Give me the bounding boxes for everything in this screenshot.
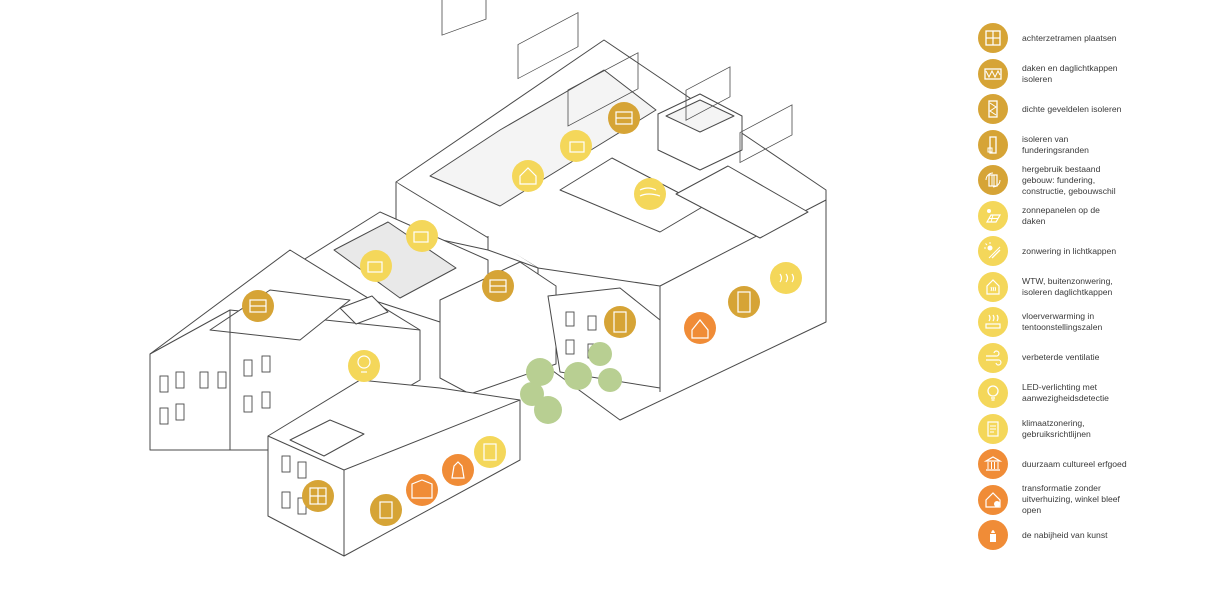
- legend-label: duurzaam cultureel erfgoed: [1022, 458, 1127, 469]
- solar-panel-icon: [978, 200, 1008, 231]
- legend-label: klimaatzonering, gebruiksrichtlijnen: [1022, 417, 1091, 439]
- led-bulb-icon: [978, 378, 1008, 408]
- marker-foundation: [728, 286, 760, 318]
- ventilation-icon: [978, 342, 1008, 373]
- heritage-building-icon: [978, 449, 1008, 479]
- legend-item: achterzetramen plaatsen: [974, 20, 1214, 56]
- diagram-marker-glyphs: [249, 111, 795, 519]
- main-hall-building: [395, 39, 827, 421]
- front-low-building: [267, 379, 521, 557]
- heat-recovery-icon: [978, 271, 1008, 302]
- marker-clipboard: [474, 436, 506, 468]
- courtyard-trees: [520, 342, 622, 424]
- legend-item: isoleren van funderingsranden: [974, 127, 1214, 163]
- floor-heating-icon: [978, 307, 1008, 337]
- legend-item: de nabijheid van kunst: [974, 517, 1214, 553]
- marker-solar-left: [360, 250, 392, 282]
- reuse-building-icon: [978, 165, 1008, 195]
- legend-label: zonnepanelen op de daken: [1022, 204, 1100, 226]
- clipboard-icon: [978, 413, 1008, 444]
- facade-insulation-icon: [978, 94, 1008, 124]
- legend-item: klimaatzonering, gebruiksrichtlijnen: [974, 411, 1214, 447]
- marker-solar-top: [560, 130, 592, 162]
- legend-label: zonwering in lichtkappen: [1022, 245, 1117, 256]
- house-check-icon: [978, 484, 1008, 515]
- legend-item: zonwering in lichtkappen: [974, 233, 1214, 269]
- legend-label: de nabijheid van kunst: [1022, 529, 1108, 540]
- sun-shading-icon: [978, 236, 1008, 266]
- legend-label: isoleren van funderingsranden: [1022, 133, 1089, 155]
- legend-label: daken en daglichtkappen isoleren: [1022, 62, 1118, 84]
- legend-item: vloerverwarming in tentoonstellingszalen: [974, 304, 1214, 340]
- legend-label: WTW, buitenzonwering, isoleren daglichtk…: [1022, 275, 1113, 297]
- legend-item: WTW, buitenzonwering, isoleren daglichtk…: [974, 269, 1214, 305]
- legend-label: verbeterde ventilatie: [1022, 352, 1100, 362]
- legend-item: dichte geveldelen isoleren: [974, 91, 1214, 127]
- window-frame-icon: [978, 23, 1008, 53]
- marker-heat-recovery: [512, 160, 544, 192]
- legend-label: hergebruik bestaand gebouw: fundering, c…: [1022, 163, 1116, 196]
- roof-insulation-icon: [978, 58, 1008, 89]
- legend-label: vloerverwarming in tentoonstellingszalen: [1022, 311, 1103, 332]
- legend-item: LED-verlichting met aanwezigheidsdetecti…: [974, 375, 1214, 411]
- legend-label: transformatie zonder uitverhuizing, wink…: [1022, 483, 1120, 515]
- legend-item: daken en daglichtkappen isoleren: [974, 56, 1214, 92]
- marker-sun-shading-left: [406, 220, 438, 252]
- foundation-insulation-icon: [978, 129, 1008, 160]
- marker-reuse-building: [370, 494, 402, 526]
- legend-label: achterzetramen plaatsen: [1022, 32, 1117, 43]
- marker-heritage: [406, 474, 438, 506]
- legend-label: dichte geveldelen isoleren: [1022, 103, 1122, 114]
- legend: achterzetramen plaatsen daken en daglicht…: [974, 0, 1214, 598]
- marker-led-bulb: [348, 350, 380, 382]
- solar-panel-grids: [441, 0, 793, 164]
- marker-art-vase: [442, 454, 474, 486]
- legend-item: verbeterde ventilatie: [974, 340, 1214, 376]
- legend-item: transformatie zonder uitverhuizing, wink…: [974, 482, 1214, 518]
- marker-facade-insulation: [604, 306, 636, 338]
- marker-floor-heating: [770, 262, 802, 294]
- legend-label: LED-verlichting met aanwezigheidsdetecti…: [1022, 382, 1109, 403]
- building-isometric-diagram: [149, 0, 827, 557]
- art-vase-icon: [978, 520, 1008, 550]
- marker-house-check: [684, 312, 716, 344]
- legend-item: hergebruik bestaand gebouw: fundering, c…: [974, 162, 1214, 198]
- legend-item: duurzaam cultureel erfgoed: [974, 446, 1214, 482]
- legend-item: zonnepanelen op de daken: [974, 198, 1214, 234]
